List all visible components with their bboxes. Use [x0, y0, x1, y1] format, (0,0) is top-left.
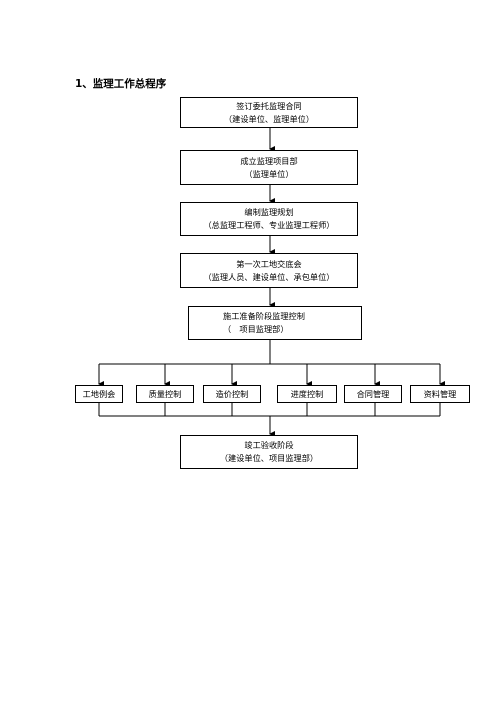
control-quality: 质量控制 — [136, 385, 194, 403]
step-title: 编制监理规划 — [244, 207, 294, 217]
control-label: 进度控制 — [290, 388, 324, 399]
step-first-site-meeting: 第一次工地交底会 （监理人员、建设单位、承包单位） — [180, 253, 358, 288]
control-label: 合同管理 — [356, 388, 390, 399]
step-preparation-control: 施工准备阶段监理控制 （ 项目监理部） — [188, 306, 362, 340]
control-cost: 造价控制 — [203, 385, 261, 403]
step-establish-department: 成立监理项目部 （监理单位） — [180, 150, 358, 185]
control-documents: 资料管理 — [410, 385, 470, 403]
step-title: 竣工验收阶段 — [244, 440, 294, 450]
control-contract: 合同管理 — [344, 385, 402, 403]
control-site-meeting: 工地例会 — [75, 385, 123, 403]
step-title: 施工准备阶段监理控制 — [223, 311, 305, 321]
control-schedule: 进度控制 — [277, 385, 337, 403]
step-title: 签订委托监理合同 — [236, 100, 302, 111]
step-compile-plan: 编制监理规划 （总监理工程师、专业监理工程师） — [180, 202, 358, 236]
step-parties: （建设单位、监理单位） — [223, 113, 315, 124]
control-label: 造价控制 — [215, 388, 249, 399]
control-label: 资料管理 — [423, 388, 457, 399]
step-parties: （ 项目监理部） — [223, 324, 289, 334]
step-completion-acceptance: 竣工验收阶段 （建设单位、项目监理部） — [180, 435, 358, 469]
step-parties: （建设单位、项目监理部） — [219, 453, 319, 463]
control-label: 质量控制 — [148, 388, 182, 399]
step-parties: （监理人员、建设单位、承包单位） — [203, 271, 335, 282]
section-heading: 1、监理工作总程序 — [75, 78, 167, 90]
step-parties: （监理单位） — [244, 168, 294, 179]
step-parties: （总监理工程师、专业监理工程师） — [203, 220, 335, 230]
step-title: 第一次工地交底会 — [236, 258, 302, 269]
step-sign-contract: 签订委托监理合同 （建设单位、监理单位） — [180, 97, 358, 128]
control-label: 工地例会 — [82, 388, 116, 399]
step-title: 成立监理项目部 — [240, 155, 298, 166]
